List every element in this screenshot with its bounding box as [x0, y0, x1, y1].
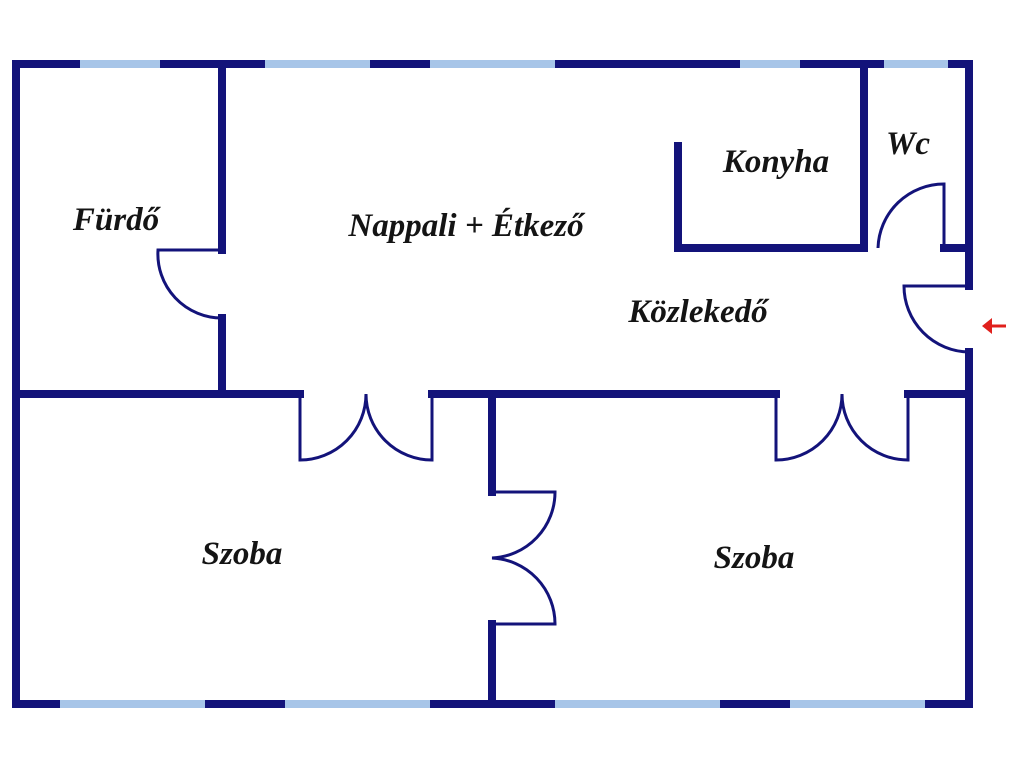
entrance-door — [902, 284, 970, 354]
bathroom-door — [156, 248, 223, 320]
right-bedroom-door — [774, 393, 910, 462]
room-label-konyha: Konyha — [722, 144, 829, 180]
room-label-szoba-left: Szoba — [202, 536, 283, 572]
arrow-left-icon — [982, 318, 1006, 334]
room-label-nappali: Nappali + Étkező — [347, 207, 586, 244]
room-label-wc: Wc — [886, 126, 930, 162]
room-label-furdo: Fürdő — [72, 202, 162, 238]
room-label-kozlekedo: Közlekedő — [627, 294, 770, 330]
bedroom-connecting-door — [491, 490, 557, 626]
left-bedroom-door — [298, 393, 434, 462]
doors — [156, 182, 970, 626]
wc-door — [876, 182, 946, 249]
windows — [60, 60, 948, 708]
room-label-szoba-right: Szoba — [714, 540, 795, 576]
